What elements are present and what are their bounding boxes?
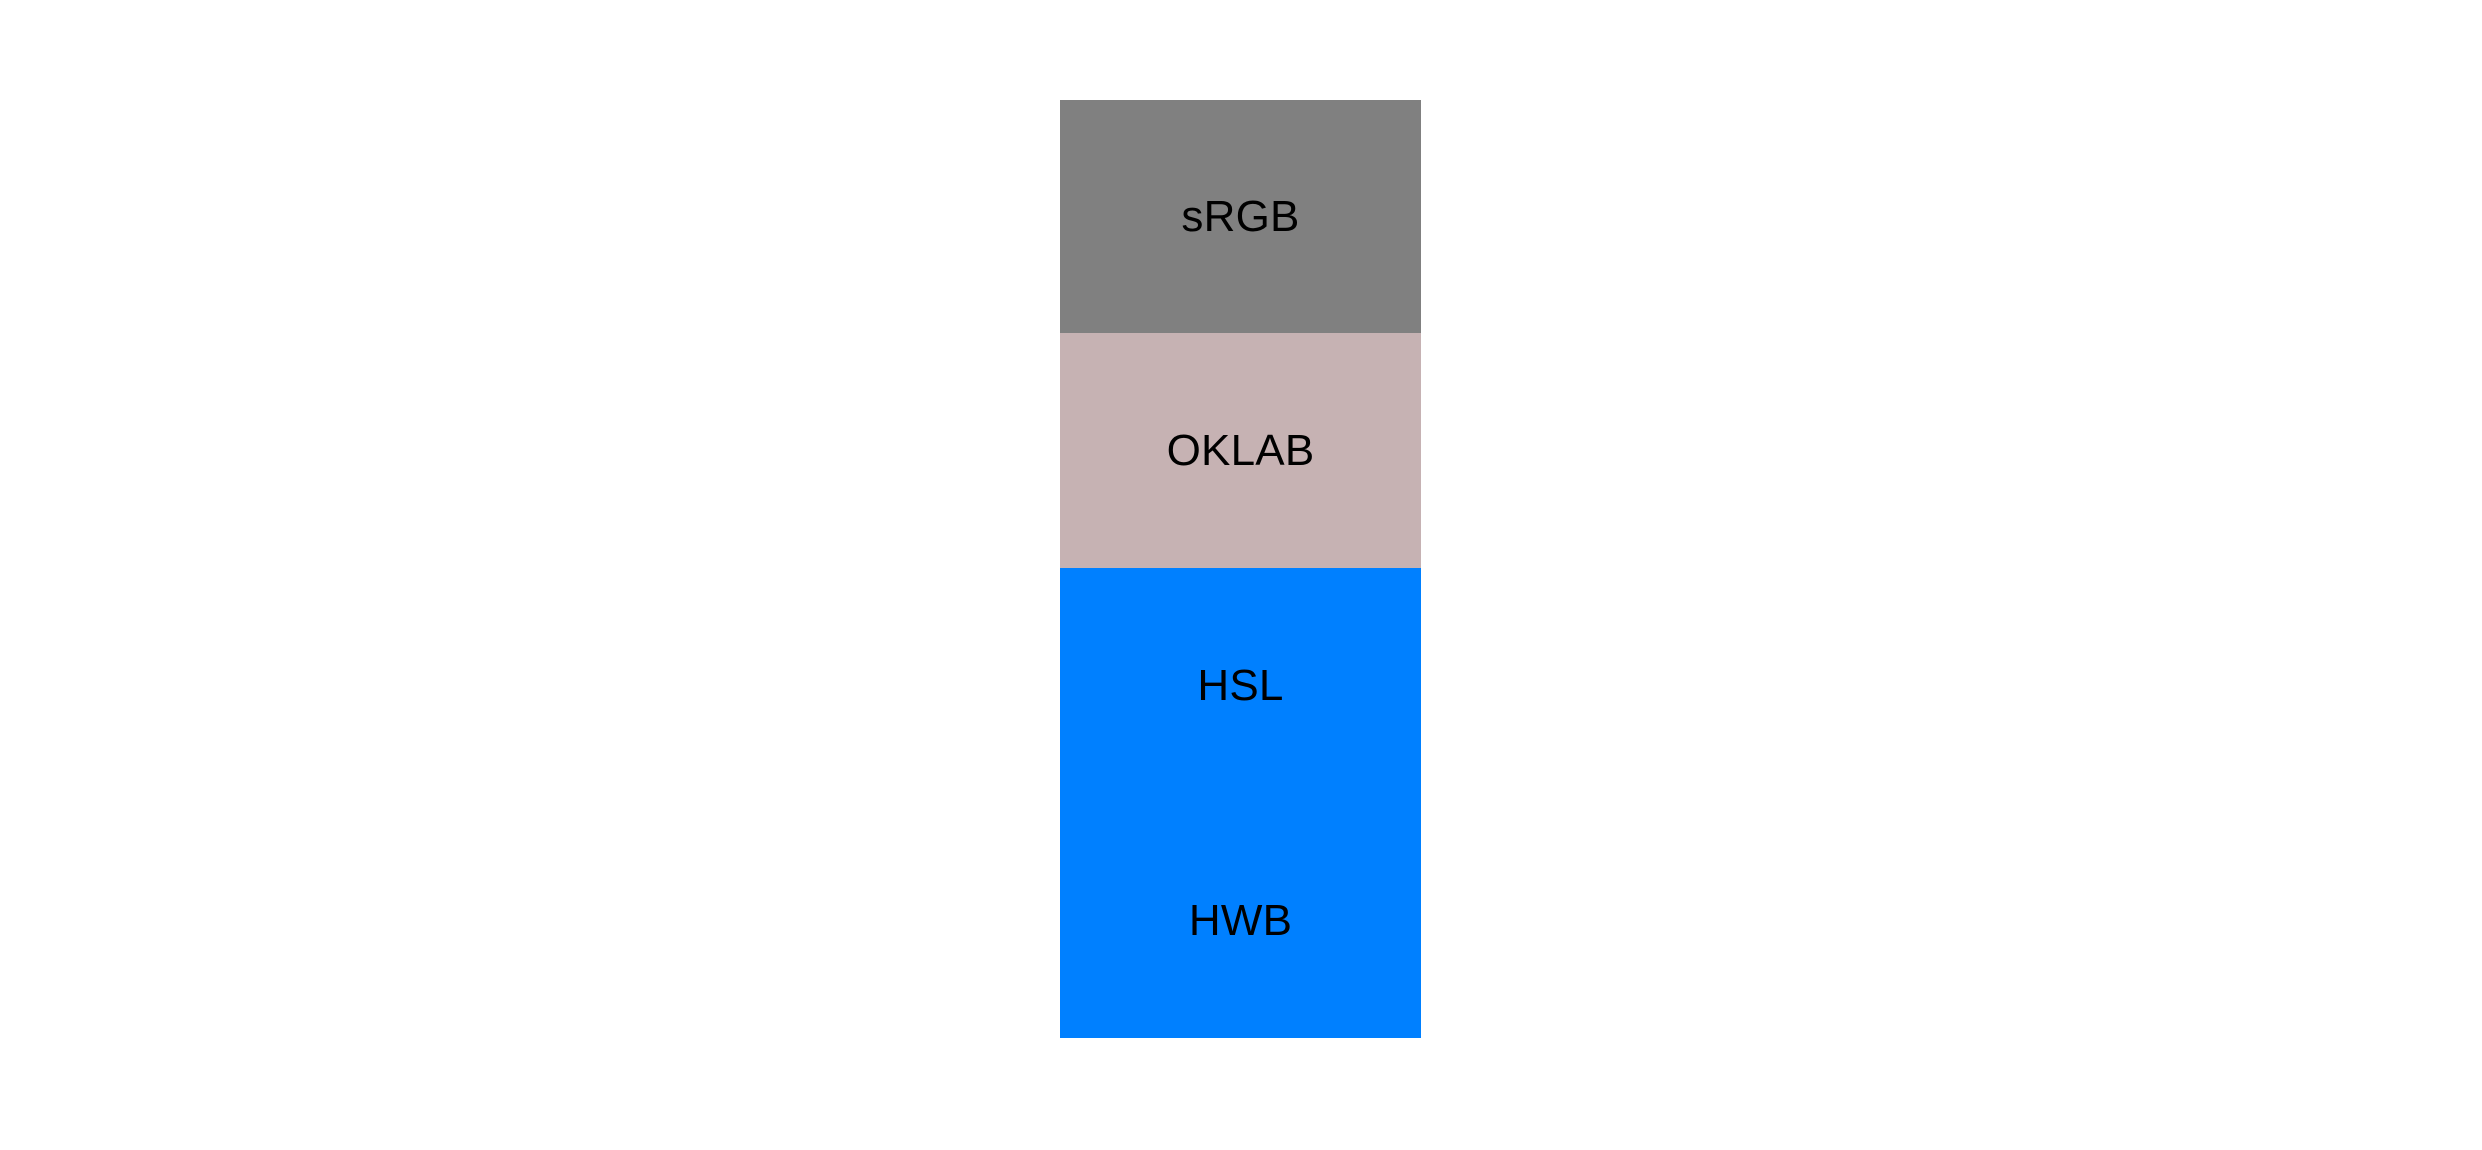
swatch-srgb[interactable]: sRGB xyxy=(1060,100,1421,333)
swatch-label-hwb: HWB xyxy=(1188,895,1293,945)
swatch-label-oklab: OKLAB xyxy=(1166,425,1315,475)
swatch-hsl[interactable]: HSL xyxy=(1060,568,1421,803)
swatch-label-srgb: sRGB xyxy=(1181,191,1300,241)
swatch-hwb[interactable]: HWB xyxy=(1060,803,1421,1038)
swatch-label-hsl: HSL xyxy=(1197,660,1284,710)
swatch-oklab[interactable]: OKLAB xyxy=(1060,333,1421,568)
color-space-swatch-column: sRGB OKLAB HSL HWB xyxy=(1060,100,1421,1038)
